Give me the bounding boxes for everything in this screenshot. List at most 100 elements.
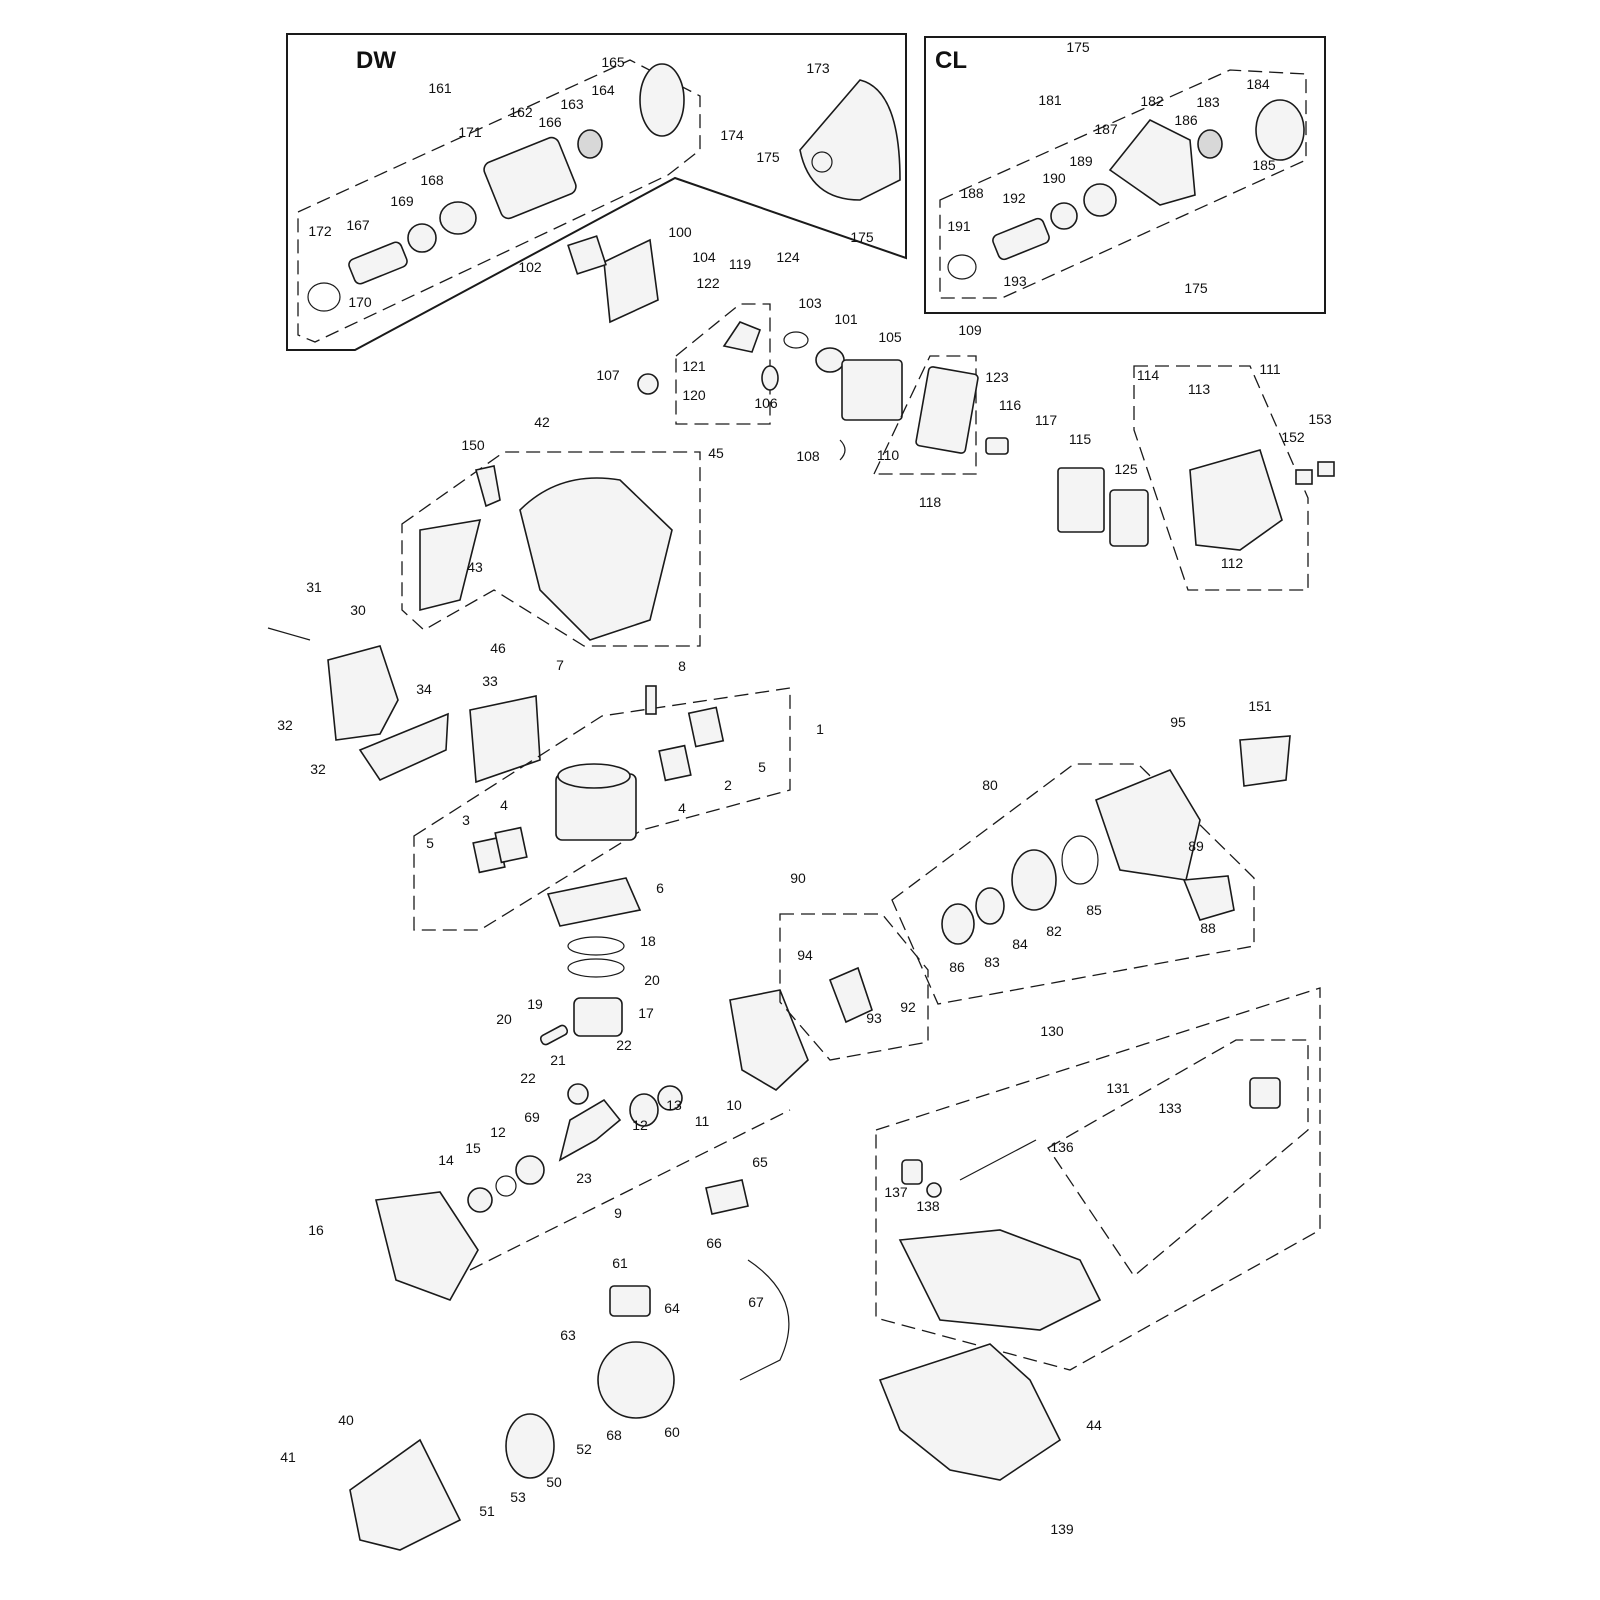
fuel-tank-group <box>875 987 1321 1371</box>
callout-c130: 130 <box>1040 1023 1064 1039</box>
cl-panel: CL <box>924 36 1326 314</box>
callout-c20b: 20 <box>496 1011 512 1027</box>
pad-125 <box>1109 489 1149 547</box>
callout-c16: 16 <box>308 1222 324 1238</box>
callout-c52: 52 <box>576 1441 592 1457</box>
callout-c100: 100 <box>668 224 692 240</box>
callout-c61: 61 <box>612 1255 628 1271</box>
callout-c114: 114 <box>1137 367 1160 383</box>
dw-circlip <box>307 282 341 312</box>
label-153 <box>1317 461 1335 477</box>
spark-plug-8 <box>645 685 657 715</box>
callout-c124: 124 <box>776 249 800 265</box>
grommet-138 <box>926 1182 942 1198</box>
callout-c30: 30 <box>350 602 366 618</box>
callout-c63: 63 <box>560 1327 576 1343</box>
callout-c80: 80 <box>982 777 998 793</box>
callout-c82: 82 <box>1046 923 1062 939</box>
callout-c43: 43 <box>467 559 483 575</box>
callout-c117: 117 <box>1035 412 1058 428</box>
starter-group <box>779 735 1291 1061</box>
callout-c51: 51 <box>479 1503 495 1519</box>
callout-c165: 165 <box>601 54 625 70</box>
crankcase-left <box>375 1191 479 1301</box>
base-gasket-6 <box>546 877 642 927</box>
callout-c166: 166 <box>538 114 562 130</box>
callout-c175b: 175 <box>850 229 874 245</box>
clutch-50 <box>505 1413 555 1479</box>
callout-c163: 163 <box>560 96 584 112</box>
callout-c125: 125 <box>1114 461 1138 477</box>
callout-c93: 93 <box>866 1010 882 1026</box>
bracket-116 <box>985 437 1009 455</box>
carburetor-105 <box>841 359 903 421</box>
callout-c106: 106 <box>754 395 778 411</box>
knob-106 <box>761 365 779 391</box>
shield-33 <box>469 695 541 784</box>
cl-circlip <box>947 254 977 280</box>
callout-c161: 161 <box>428 80 452 96</box>
air-cover-outline <box>1133 365 1309 591</box>
callout-c108: 108 <box>796 448 820 464</box>
callout-c192: 192 <box>1002 190 1026 206</box>
switch-65 <box>705 1179 749 1215</box>
dw-sleeve <box>348 241 408 285</box>
dw-group-outline <box>297 59 701 343</box>
callout-c173: 173 <box>806 60 830 76</box>
callout-c34: 34 <box>416 681 432 697</box>
top-cover-outline <box>401 451 701 647</box>
callout-c172: 172 <box>308 223 332 239</box>
callout-c115: 115 <box>1069 431 1092 447</box>
callout-c31: 31 <box>306 579 322 595</box>
ring-18b <box>567 958 625 978</box>
callout-c5b: 5 <box>426 835 434 851</box>
callout-c182: 182 <box>1140 93 1164 109</box>
fuel-tank <box>898 1229 1102 1331</box>
callout-c123: 123 <box>985 369 1009 385</box>
callout-c137: 137 <box>884 1184 908 1200</box>
callout-c2: 2 <box>724 777 732 793</box>
callout-c118: 118 <box>919 494 942 510</box>
callout-c11: 11 <box>695 1113 710 1129</box>
callout-c46: 46 <box>490 640 506 656</box>
gasket-103 <box>783 331 809 349</box>
callout-c184: 184 <box>1246 76 1270 92</box>
callout-c110: 110 <box>877 447 900 463</box>
fuel-tank-outline <box>875 987 1321 1371</box>
insert-43 <box>419 519 482 612</box>
callout-c103: 103 <box>798 295 822 311</box>
callout-c181: 181 <box>1038 92 1062 108</box>
callout-c162: 162 <box>509 104 533 120</box>
callout-c1: 1 <box>816 721 824 737</box>
callout-c139: 139 <box>1050 1521 1074 1537</box>
seal-13 <box>657 1085 683 1111</box>
callout-c188: 188 <box>960 185 984 201</box>
washer-85 <box>1061 835 1099 885</box>
bearing-21 <box>567 1083 589 1105</box>
callout-c4b: 4 <box>500 797 508 813</box>
callout-c185: 185 <box>1252 157 1276 173</box>
cl-housing <box>1108 118 1196 206</box>
recoil-housing-80 <box>1094 769 1201 881</box>
callout-c131: 131 <box>1106 1080 1130 1096</box>
gasket-102 <box>567 235 607 275</box>
gasket-2 <box>687 706 725 748</box>
crankshaft-23 <box>558 1098 622 1162</box>
muffler-group <box>267 627 541 784</box>
engine-cover-44 <box>878 1343 1062 1481</box>
primer-bulb <box>637 373 659 395</box>
callout-c85: 85 <box>1086 902 1102 918</box>
callout-c109: 109 <box>958 322 982 338</box>
dw-cover-hole <box>811 151 833 173</box>
callout-c53: 53 <box>510 1489 526 1505</box>
callout-c92: 92 <box>900 999 916 1015</box>
callout-c3: 3 <box>462 812 470 828</box>
callout-c89: 89 <box>1188 838 1204 854</box>
filter-base-109 <box>915 366 979 454</box>
callout-c119: 119 <box>729 256 752 272</box>
callout-c95: 95 <box>1170 714 1186 730</box>
callout-c50: 50 <box>546 1474 562 1490</box>
callout-c65: 65 <box>752 1154 768 1170</box>
callout-c32b: 32 <box>310 761 326 777</box>
top-cover-group <box>401 451 701 647</box>
